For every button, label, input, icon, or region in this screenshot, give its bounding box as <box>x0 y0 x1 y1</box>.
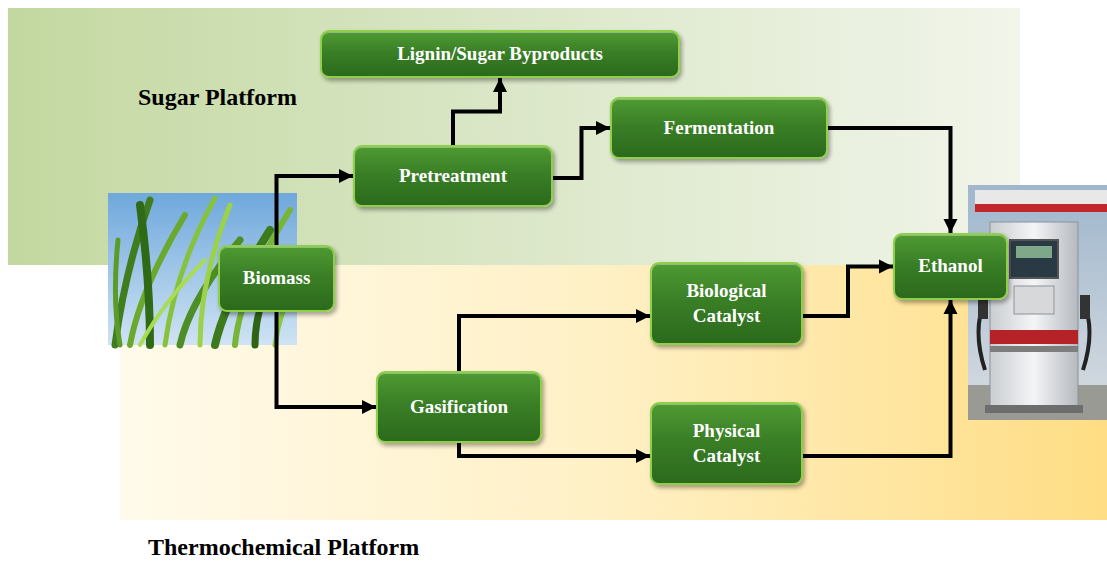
box-content: Gasification <box>410 395 508 420</box>
box-content: Biological Catalyst <box>662 279 791 328</box>
flow-arrow <box>803 300 951 456</box>
box-label: Biomass <box>243 266 311 291</box>
flow-arrow <box>277 176 354 245</box>
process-box: Biological Catalyst <box>650 262 803 345</box>
box-label: Physical Catalyst <box>662 419 791 468</box>
box-content: Biomass <box>243 266 311 291</box>
box-content: Pretreatment <box>399 164 507 189</box>
process-box: Gasification <box>376 371 542 443</box>
flow-arrow <box>453 78 500 145</box>
process-box: Fermentation <box>610 97 828 159</box>
box-label: Pretreatment <box>399 164 507 189</box>
platform-label: Thermochemical Platform <box>148 534 419 561</box>
process-box: Biomass <box>218 245 335 312</box>
flow-arrow <box>459 443 650 456</box>
flow-arrow <box>277 312 377 407</box>
box-content: Ethanol <box>918 254 982 279</box>
flow-arrow <box>803 267 893 316</box>
flow-arrow <box>459 316 650 371</box>
box-label: Biological Catalyst <box>662 279 791 328</box>
platform-label: Sugar Platform <box>138 84 297 111</box>
process-box: Physical Catalyst <box>650 402 803 485</box>
box-label: Gasification <box>410 395 508 420</box>
process-box: Ethanol <box>893 233 1008 300</box>
box-content: Physical Catalyst <box>662 419 791 468</box>
box-label: Fermentation <box>664 116 775 141</box>
box-content: Fermentation <box>664 116 775 141</box>
flow-arrow <box>553 128 610 178</box>
box-label: Lignin/Sugar Byproducts <box>397 42 603 67</box>
box-label: Ethanol <box>918 254 982 279</box>
process-box: Lignin/Sugar Byproducts <box>320 30 680 78</box>
process-box: Pretreatment <box>353 145 553 207</box>
box-content: Lignin/Sugar Byproducts <box>397 42 603 67</box>
gas-pump-photo <box>968 185 1107 420</box>
flow-arrow <box>828 128 951 233</box>
